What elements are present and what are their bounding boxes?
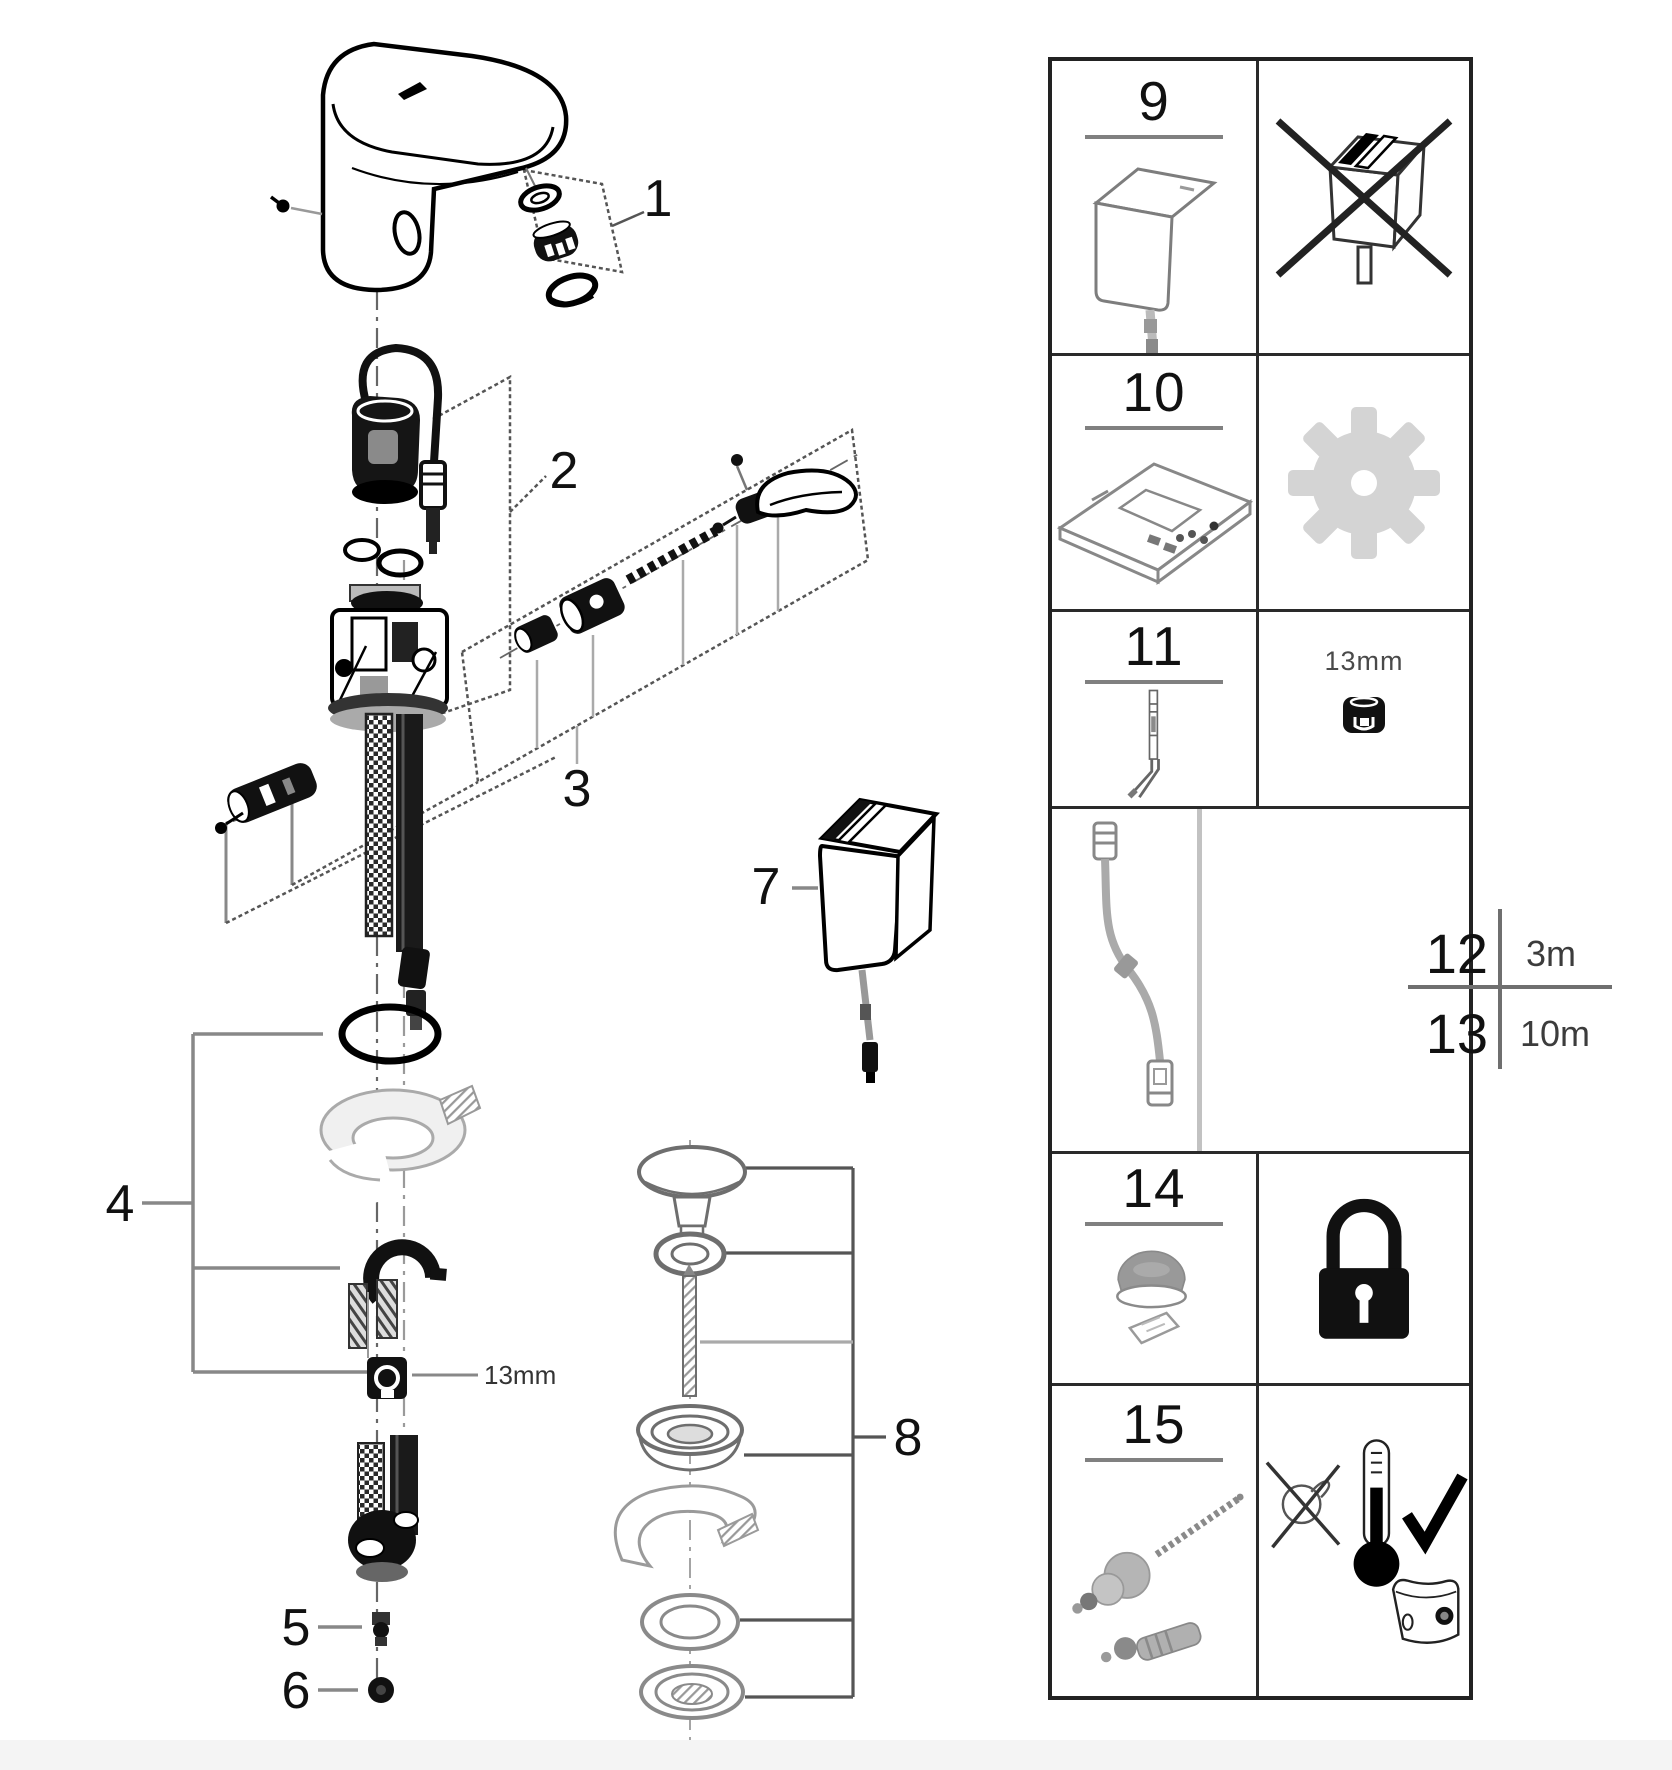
- cable-length-matrix: 12 3m 13 10m: [1222, 809, 1612, 1151]
- sensor-cap-icon: [1116, 1250, 1187, 1345]
- row-14-symbol-cell: [1259, 1154, 1469, 1383]
- row-11-item-cell: 11: [1052, 612, 1259, 806]
- nut-size-label: 13mm: [484, 1360, 556, 1390]
- service-tool-icon: [1127, 689, 1160, 799]
- table-row-9: 9: [1052, 61, 1469, 353]
- row-9-symbol-cell: [1259, 61, 1469, 353]
- table-row-15: 15: [1052, 1383, 1469, 1696]
- small-o-ring: [376, 548, 424, 578]
- extension-cable-icon: [1092, 821, 1174, 1107]
- row-9-underline: [1085, 134, 1223, 139]
- gear-icon: [1288, 406, 1440, 559]
- solenoid-valve-assembly: [351, 343, 447, 578]
- remote-control-icon: [1056, 462, 1254, 585]
- mounting-escutcheon: [291, 1084, 482, 1221]
- thermometer-ok-icon: [1353, 1439, 1468, 1587]
- wrench-size-label: 13mm: [1324, 646, 1404, 676]
- row-11-symbol-cell: 13mm: [1259, 612, 1469, 806]
- mounting-nut: [367, 1357, 407, 1399]
- nut-13mm-icon: [1343, 696, 1385, 733]
- sensor-window: [392, 210, 422, 256]
- row-10-item-cell: 10: [1052, 356, 1259, 609]
- callout-7: 7: [752, 858, 781, 916]
- mixing-valve-parts-icon: [1072, 1493, 1244, 1663]
- callout-5: 5: [282, 1599, 311, 1657]
- item-12-number: 12: [1425, 922, 1488, 985]
- row-12-13-divider: [1197, 809, 1202, 1151]
- accessories-table: 9 1: [1048, 57, 1612, 1700]
- item-13-number: 13: [1425, 1002, 1488, 1065]
- item-13-length: 10m: [1520, 1013, 1591, 1054]
- no-manual-mixer-icon: [1265, 1461, 1341, 1549]
- row-10-underline: [1085, 425, 1223, 430]
- callout-3: 3: [563, 760, 592, 818]
- callout-6: 6: [282, 1662, 311, 1720]
- row-10-number: 10: [1122, 361, 1186, 423]
- row-11-number: 11: [1124, 615, 1184, 677]
- row-14-underline: [1085, 1221, 1223, 1226]
- lever-handle: [731, 454, 858, 524]
- row-9-number: 9: [1138, 70, 1170, 132]
- control-handle-assembly: [514, 454, 858, 653]
- callout-brackets: [142, 168, 886, 1699]
- callout-8: 8: [894, 1409, 923, 1467]
- sensor-top-mark: [398, 82, 427, 100]
- threaded-studs: [348, 1279, 398, 1358]
- padlock-icon: [1319, 1198, 1409, 1339]
- callout-4: 4: [106, 1175, 135, 1233]
- cover-plate-icon: [1391, 1578, 1460, 1644]
- base-o-ring: [338, 1003, 442, 1065]
- part-6-nut: [368, 1677, 394, 1703]
- row-9-item-cell: 9: [1052, 61, 1259, 353]
- side-screw-icon: [269, 195, 323, 216]
- table-row-10: 10: [1052, 353, 1469, 609]
- drain-assembly: [613, 1145, 760, 1720]
- exploded-view-drawing: 1 2 3 4 5 6 7 8 13mm: [106, 41, 940, 1748]
- page-bottom-margin: [0, 1740, 1672, 1770]
- power-supply-box-icon: [1092, 167, 1218, 353]
- table-row-12-13: 12 3m 13 10m: [1052, 806, 1612, 1151]
- part-5-fitting: [372, 1612, 390, 1646]
- temperature-rules-icons: [1265, 1439, 1468, 1644]
- table-row-14: 14: [1052, 1151, 1469, 1383]
- supply-hoses: [364, 712, 430, 1030]
- callout-labels: 1 2 3 4 5 6 7 8 13mm: [106, 170, 923, 1720]
- callout-1: 1: [644, 170, 673, 228]
- row-15-item-cell: 15: [1052, 1386, 1259, 1696]
- check-valve: [215, 763, 317, 834]
- drain-horseshoe: [613, 1484, 760, 1569]
- power-adapter: [817, 797, 940, 1083]
- row-14-number: 14: [1122, 1157, 1186, 1219]
- row-15-underline: [1085, 1457, 1223, 1462]
- item-12-length: 3m: [1526, 933, 1577, 974]
- aerator-assembly: [518, 183, 599, 308]
- row-15-symbol-cell: [1259, 1386, 1469, 1696]
- no-mains-plug-icon: [1275, 118, 1453, 285]
- matrix-vline: [1498, 909, 1502, 1069]
- row-11-underline: [1085, 679, 1223, 684]
- valve-body: [328, 538, 449, 732]
- horseshoe-washer: [363, 1239, 447, 1304]
- callout-2: 2: [550, 442, 579, 500]
- row-14-item-cell: 14: [1052, 1154, 1259, 1383]
- angle-valve-unit: [348, 1435, 419, 1582]
- matrix-hline: [1408, 985, 1612, 989]
- row-15-number: 15: [1122, 1393, 1186, 1455]
- row-10-symbol-cell: [1259, 356, 1469, 609]
- faucet-body: [269, 41, 569, 293]
- table-row-11: 11 13mm: [1052, 609, 1469, 806]
